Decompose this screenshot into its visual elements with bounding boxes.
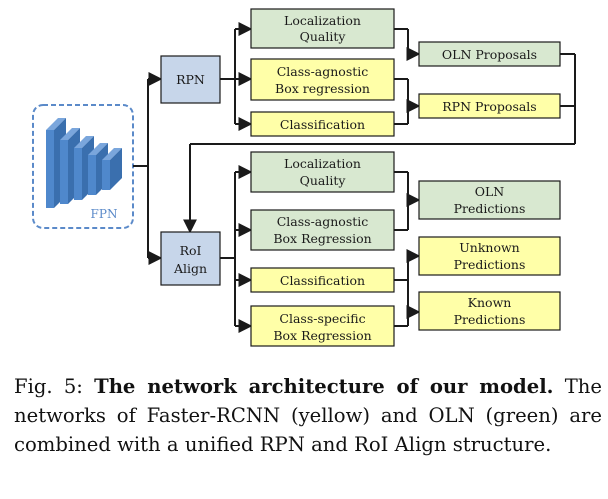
top-box-regression-box: Class-agnostic Box regression	[250, 58, 395, 101]
rpn-label: RPN	[176, 72, 205, 87]
bottom-box-regression-line1: Class-agnostic	[277, 214, 369, 229]
prediction-connectors	[394, 171, 421, 327]
bottom-localization-line1: Localization	[284, 156, 361, 171]
caption-body: The networks of Faster-RCNN (yellow) and…	[14, 375, 602, 456]
top-box-regression-line1: Class-agnostic	[277, 64, 369, 79]
top-classification-label: Classification	[280, 117, 365, 132]
rpn-proposals-box: RPN Proposals	[418, 93, 561, 119]
rpn-connectors	[220, 22, 253, 131]
figure-caption: Fig. 5: The network architecture of our …	[14, 372, 602, 459]
caption-title: The network architecture of our model.	[94, 375, 554, 398]
roi-align-box: RoI Align	[160, 231, 221, 286]
oln-predictions-line1: OLN	[475, 184, 505, 199]
bottom-box-regression-box: Class-agnostic Box Regression	[250, 209, 395, 251]
oln-proposals-label: OLN Proposals	[442, 47, 537, 62]
oln-predictions-box: OLN Predictions	[418, 180, 561, 220]
proposal-connectors	[394, 28, 421, 125]
rpn-box: RPN	[160, 55, 221, 104]
feedback-connector	[183, 53, 576, 234]
bottom-class-specific-box: Class-specific Box Regression	[250, 305, 395, 347]
caption-fig-label: Fig. 5:	[14, 375, 83, 398]
top-localization-line1: Localization	[284, 13, 361, 28]
known-predictions-box: Known Predictions	[418, 291, 561, 331]
unknown-predictions-box: Unknown Predictions	[418, 236, 561, 276]
bottom-classification-label: Classification	[280, 273, 365, 288]
fpn-label: FPN	[91, 207, 118, 221]
fpn-block: FPN	[32, 104, 134, 229]
rpn-proposals-label: RPN Proposals	[442, 99, 536, 114]
bottom-class-specific-line2: Box Regression	[273, 328, 371, 343]
roi-connectors	[220, 165, 253, 333]
fpn-layers-icon	[46, 118, 122, 208]
oln-proposals-box: OLN Proposals	[418, 41, 561, 67]
roi-line1: RoI	[180, 243, 202, 258]
top-localization-line2: Quality	[300, 29, 347, 44]
oln-predictions-line2: Predictions	[454, 201, 526, 216]
fpn-connectors	[133, 72, 163, 265]
unknown-predictions-line2: Predictions	[454, 257, 526, 272]
top-box-regression-line2: Box regression	[275, 81, 370, 96]
known-predictions-line2: Predictions	[454, 312, 526, 327]
roi-line2: Align	[173, 261, 207, 276]
bottom-classification-box: Classification	[250, 267, 395, 293]
bottom-localization-line2: Quality	[300, 173, 347, 188]
top-localization-quality-box: Localization Quality	[250, 8, 395, 49]
top-classification-box: Classification	[250, 111, 395, 137]
unknown-predictions-line1: Unknown	[459, 240, 520, 255]
bottom-localization-quality-box: Localization Quality	[250, 151, 395, 193]
known-predictions-line1: Known	[468, 295, 512, 310]
bottom-box-regression-line2: Box Regression	[273, 231, 371, 246]
bottom-class-specific-line1: Class-specific	[279, 311, 365, 326]
